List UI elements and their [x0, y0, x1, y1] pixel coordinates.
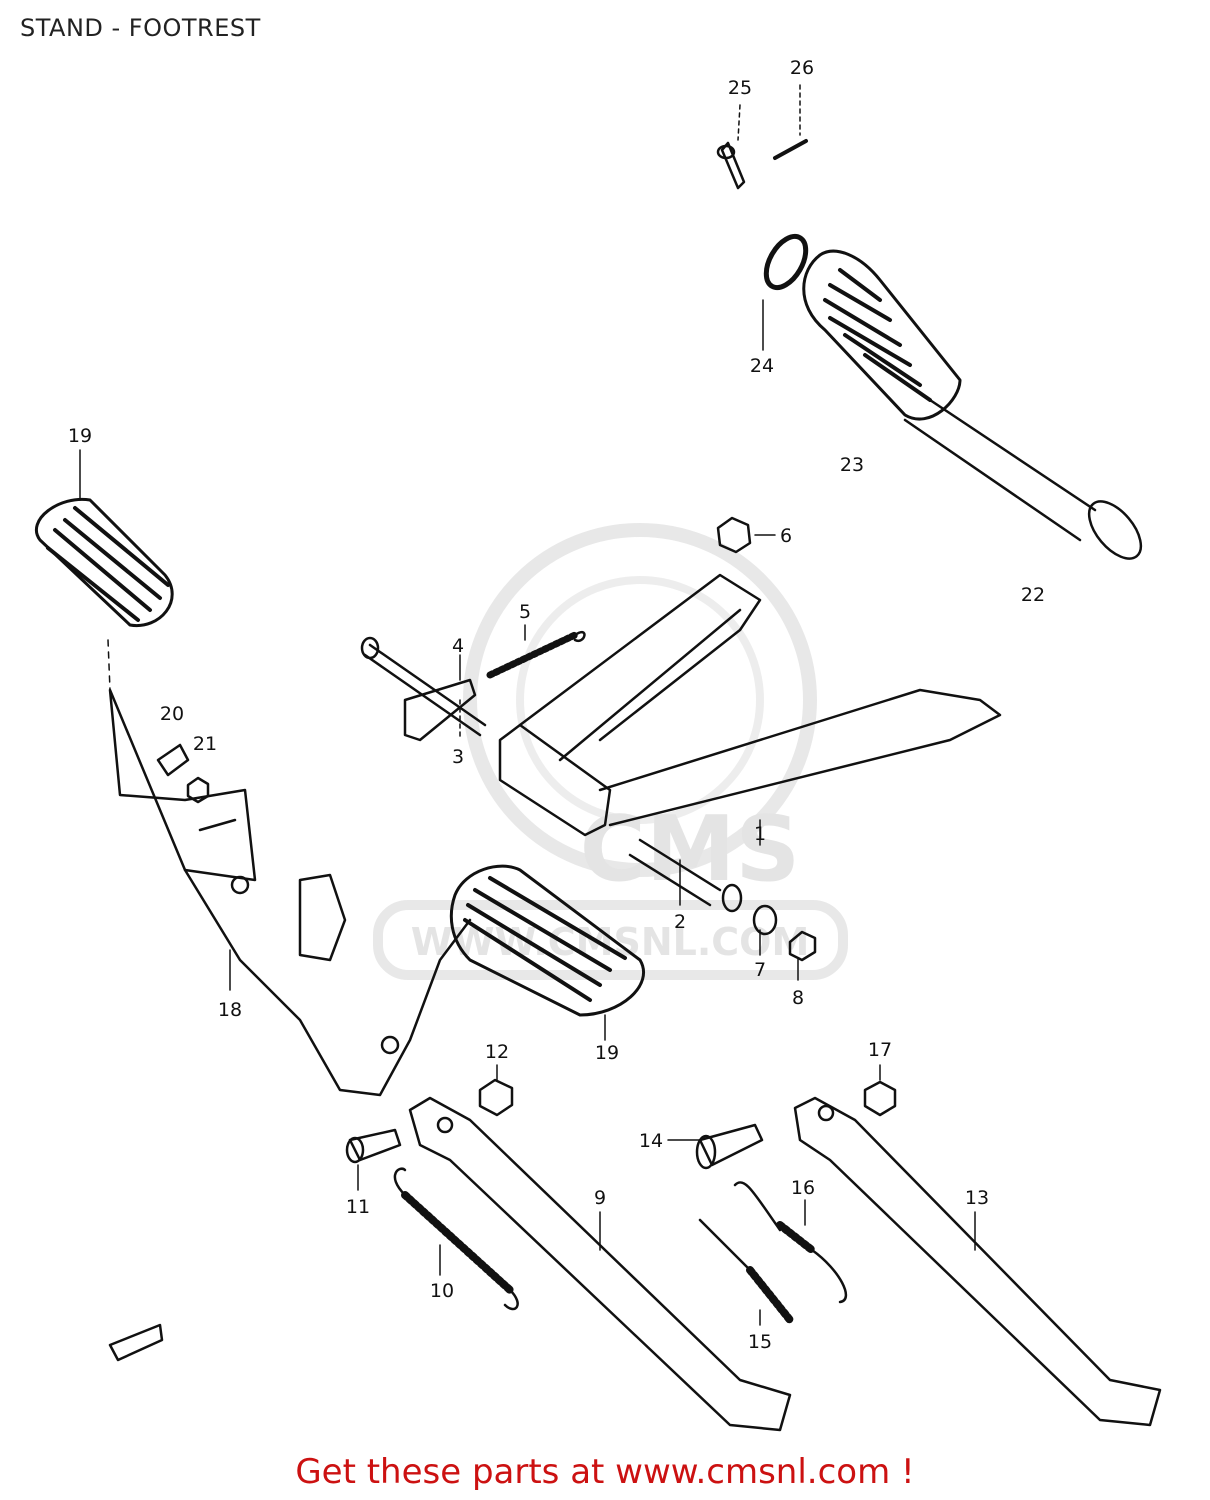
callout-8: 8 [792, 987, 804, 1009]
part-26-cotter-pin [773, 139, 808, 160]
callout-25: 25 [728, 77, 752, 99]
part-7-washer [752, 904, 778, 936]
leader-lines [79, 84, 976, 1326]
cms-watermark: CMS WWW.CMSNL.COM [373, 523, 848, 980]
callout-16: 16 [791, 1177, 815, 1199]
part-25-pin [716, 141, 746, 190]
callout-11: 11 [346, 1196, 370, 1218]
watermark-logo: CMS [580, 797, 800, 902]
callout-labels: 1 2 3 4 5 6 7 8 9 10 11 12 13 14 15 16 1… [68, 57, 1045, 1353]
part-19-footrest-rubber-lower [449, 864, 645, 1017]
callout-21: 21 [193, 733, 217, 755]
callout-26: 26 [790, 57, 814, 79]
part-16-spring [733, 1181, 848, 1304]
part-11-bolt [345, 1128, 402, 1164]
part-14-pivot-bolt [695, 1123, 764, 1170]
part-21-nut [186, 776, 210, 804]
callout-3: 3 [452, 746, 464, 768]
part-small-clip [108, 1323, 164, 1362]
callout-10: 10 [430, 1280, 454, 1302]
callout-15: 15 [748, 1331, 772, 1353]
callout-2: 2 [674, 911, 686, 933]
part-22-23-pillion-footrest [802, 249, 1143, 560]
part-20-bolt [156, 743, 190, 777]
callout-18: 18 [218, 999, 242, 1021]
part-9-side-stand [408, 1096, 792, 1432]
callout-6: 6 [780, 525, 792, 547]
part-12-nut [478, 1078, 514, 1117]
page-title: STAND - FOOTREST [20, 14, 261, 42]
part-1-center-stand [498, 573, 1002, 913]
callout-22: 22 [1021, 584, 1045, 606]
part-5-spring [486, 631, 586, 679]
promo-link[interactable]: Get these parts at www.cmsnl.com ! [295, 1452, 915, 1492]
callout-17: 17 [868, 1039, 892, 1061]
part-3-4-bracket-bolt [360, 636, 487, 742]
part-18-footrest-bracket [108, 688, 472, 1097]
callout-5: 5 [519, 601, 531, 623]
part-6-nut [716, 516, 752, 554]
part-24-washer [763, 233, 809, 291]
callout-19-lower: 19 [595, 1042, 619, 1064]
part-8-nut [788, 930, 817, 962]
callout-9: 9 [594, 1187, 606, 1209]
part-17-nut [863, 1080, 897, 1117]
callout-24: 24 [750, 355, 774, 377]
part-13-side-stand [793, 1096, 1162, 1427]
callout-14: 14 [639, 1130, 663, 1152]
callout-12: 12 [485, 1041, 509, 1063]
watermark-site: WWW.CMSNL.COM [411, 920, 810, 964]
part-19-footrest-rubber-upper [35, 497, 174, 628]
callout-23: 23 [840, 454, 864, 476]
callout-19-upper: 19 [68, 425, 92, 447]
callout-7: 7 [754, 959, 766, 981]
callout-13: 13 [965, 1187, 989, 1209]
part-10-spring [393, 1167, 519, 1311]
callout-20: 20 [160, 703, 184, 725]
callout-4: 4 [452, 635, 464, 657]
callout-1: 1 [754, 823, 766, 845]
part-15-spring [698, 1218, 794, 1324]
